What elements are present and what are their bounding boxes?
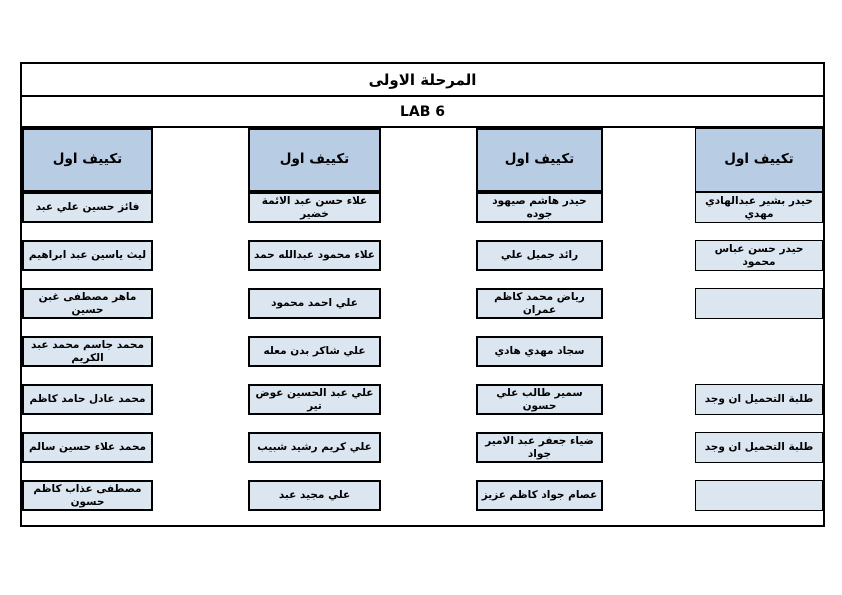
empty-cell bbox=[695, 480, 823, 511]
student-cell: علي شاكر بدن معله bbox=[248, 336, 381, 367]
student-cell: فائز حسين علي عبد bbox=[22, 192, 153, 223]
group-header: تكييف اول bbox=[476, 128, 603, 192]
group-header: تكييف اول bbox=[22, 128, 153, 192]
empty-cell bbox=[695, 288, 823, 319]
student-cell: محمد علاء حسين سالم bbox=[22, 432, 153, 463]
lab-title: LAB 6 bbox=[22, 97, 823, 128]
group-header: تكييف اول bbox=[695, 128, 823, 192]
student-cell: سمير طالب علي حسون bbox=[476, 384, 603, 415]
student-cell: مصطفى عذاب كاظم حسون bbox=[22, 480, 153, 511]
student-cell: طلبة التحميل ان وجد bbox=[695, 432, 823, 463]
student-cell: رائد جميل علي bbox=[476, 240, 603, 271]
student-cell: حيدر حسن عباس محمود bbox=[695, 240, 823, 271]
student-cell: ليث ياسين عبد ابراهيم bbox=[22, 240, 153, 271]
student-cell: ماهر مصطفى غبن حسين bbox=[22, 288, 153, 319]
student-cell: رياض محمد كاظم عمران bbox=[476, 288, 603, 319]
student-cell: حيدر هاشم صيهود جوده bbox=[476, 192, 603, 223]
student-cell: علاء حسن عبد الائمة خضير bbox=[248, 192, 381, 223]
student-cell: طلبة التحميل ان وجد bbox=[695, 384, 823, 415]
student-cell: علي كريم رشيد شبيب bbox=[248, 432, 381, 463]
student-cell: حيدر بشير عبدالهادي مهدي bbox=[695, 192, 823, 223]
student-cell: محمد جاسم محمد عبد الكريم bbox=[22, 336, 153, 367]
student-cell: سجاد مهدي هادي bbox=[476, 336, 603, 367]
student-cell: علاء محمود عبدالله حمد bbox=[248, 240, 381, 271]
student-cell: علي مجيد عبد bbox=[248, 480, 381, 511]
student-cell: عصام جواد كاظم عزيز bbox=[476, 480, 603, 511]
group-header: تكييف اول bbox=[248, 128, 381, 192]
student-cell: ضياء جعفر عبد الامير جواد bbox=[476, 432, 603, 463]
student-cell: علي احمد محمود bbox=[248, 288, 381, 319]
student-cell: محمد عادل حامد كاظم bbox=[22, 384, 153, 415]
stage-title: المرحلة الاولى bbox=[22, 64, 823, 97]
student-cell: علي عبد الحسين عوض تير bbox=[248, 384, 381, 415]
